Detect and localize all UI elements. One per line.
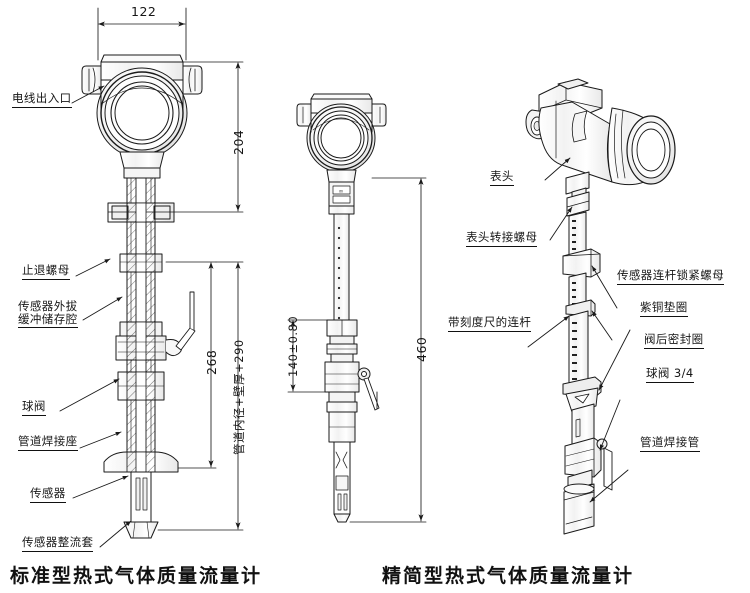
callout-stop-nut: 止退螺母 bbox=[22, 264, 70, 280]
lock-nuts-2 bbox=[326, 319, 358, 363]
callout-buffer-chamber-line2: 缓冲储存腔 bbox=[18, 312, 78, 329]
callout-meter-head: 表头 bbox=[490, 170, 514, 186]
callout-graduated-rod: 带刻度尺的连杆 bbox=[448, 316, 532, 332]
leaders-3 bbox=[527, 157, 631, 503]
lower-probe-2 bbox=[333, 441, 351, 523]
graduated-rod-3-lower bbox=[568, 310, 589, 391]
dim-122 bbox=[97, 7, 187, 61]
callout-post-valve-seal: 阀后密封圈 bbox=[644, 333, 704, 349]
ball-valve-2 bbox=[324, 361, 380, 413]
callout-weld-socket: 管道焊接座 bbox=[18, 435, 78, 451]
caption-diagram-1: 标准型热式气体质量流量计 bbox=[10, 565, 263, 587]
transmitter-head-3 bbox=[525, 78, 676, 205]
leaders-1 bbox=[59, 85, 132, 548]
dim-460 bbox=[349, 177, 427, 523]
dim-label-460: 460 bbox=[414, 336, 429, 362]
weld-socket-1 bbox=[103, 451, 179, 473]
buffer-chamber-1 bbox=[115, 291, 196, 361]
ball-valve-1 bbox=[117, 371, 165, 401]
callout-head-adapter-nut: 表头转接螺母 bbox=[466, 231, 538, 247]
dim-204 bbox=[173, 61, 244, 213]
graduated-rod-2 bbox=[333, 213, 350, 321]
callout-ball-valve-34: 球阀 3/4 bbox=[646, 367, 694, 383]
callout-rod-lock-nut: 传感器连杆锁紧螺母 bbox=[617, 269, 725, 285]
diagram-1-standard-type bbox=[59, 7, 244, 548]
upper-flange-1 bbox=[107, 202, 175, 223]
pipe-weld-tube-3 bbox=[563, 483, 595, 535]
dim-label-insertion-total: 管道内径+壁厚+290 bbox=[232, 339, 246, 455]
sensor-tip-1 bbox=[123, 471, 159, 539]
dim-label-204: 204 bbox=[231, 129, 246, 155]
diagram-3-isometric bbox=[525, 78, 676, 535]
dim-label-268: 268 bbox=[204, 349, 219, 375]
caption-diagram-2: 精简型热式气体质量流量计 bbox=[382, 565, 635, 587]
transmitter-housing-2: ∞ bbox=[296, 93, 387, 215]
dim-268 bbox=[165, 261, 217, 469]
head-adapter-nut-3 bbox=[566, 191, 590, 217]
stop-nut-1 bbox=[119, 253, 163, 273]
post-valve-seal-3 bbox=[562, 376, 602, 413]
dim-label-140: 140±0.80 bbox=[286, 315, 300, 377]
ball-valve-3 bbox=[564, 437, 613, 492]
callout-flow-straightener: 传感器整流套 bbox=[22, 536, 94, 552]
callout-buffer-chamber: 传感器外拔 缓冲储存腔 bbox=[18, 300, 78, 330]
diagram-2-compact-type: ∞ bbox=[287, 93, 427, 523]
transmitter-housing-1 bbox=[81, 54, 203, 179]
weld-boss-2 bbox=[328, 411, 356, 443]
callout-buffer-chamber-line1: 传感器外拔 bbox=[18, 299, 78, 313]
callout-ball-valve: 球阀 bbox=[22, 400, 46, 416]
dim-label-122: 122 bbox=[131, 4, 157, 19]
dim-insertion-total bbox=[157, 261, 244, 531]
rod-lock-nut-3 bbox=[562, 248, 601, 278]
svg-text:∞: ∞ bbox=[339, 188, 344, 195]
callout-copper-gasket: 紫铜垫圈 bbox=[640, 301, 688, 317]
callout-sensor: 传感器 bbox=[30, 487, 66, 503]
dim-140 bbox=[287, 319, 328, 393]
callout-cable-entry: 电线出入口 bbox=[12, 92, 72, 108]
callout-pipe-weld-tube: 管道焊接管 bbox=[640, 436, 700, 452]
